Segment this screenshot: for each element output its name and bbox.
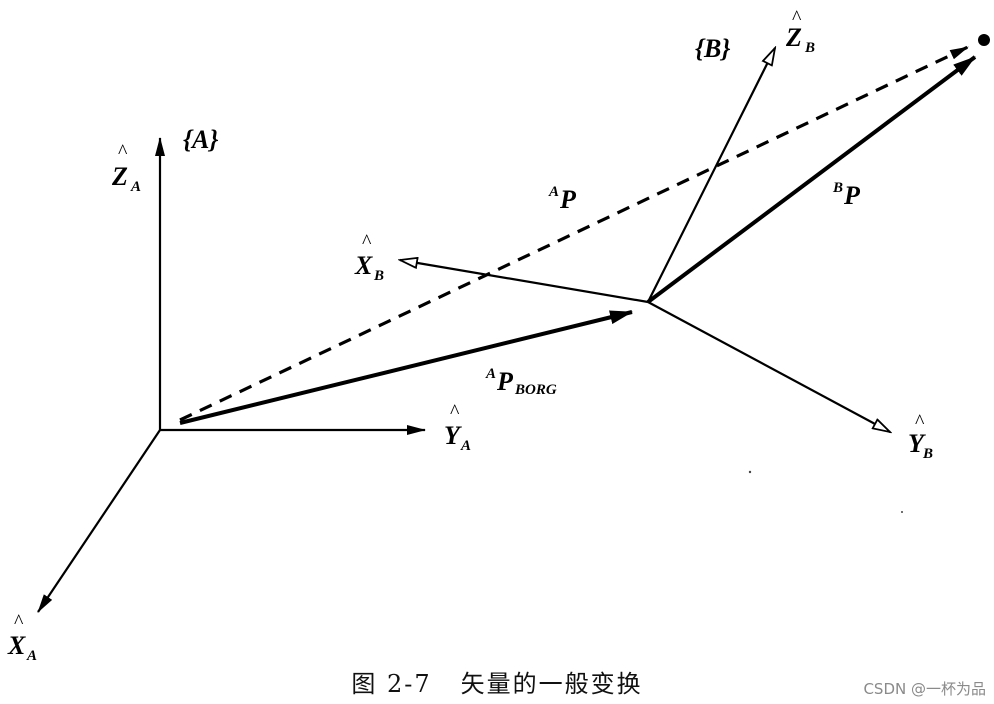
svg-text:^: ^ bbox=[362, 231, 372, 253]
svg-text:^: ^ bbox=[792, 7, 802, 29]
a-p-borg-label: A P BORG bbox=[485, 366, 557, 398]
a-p-borg-vector bbox=[179, 310, 633, 425]
svg-text:B: B bbox=[373, 268, 384, 284]
b-p-vector bbox=[646, 55, 977, 304]
a-p-vector-dashed bbox=[179, 45, 969, 422]
z-b-axis bbox=[647, 48, 775, 303]
scan-speck bbox=[748, 470, 752, 474]
svg-text:Z: Z bbox=[785, 23, 802, 52]
y-b-label: ^ Y B bbox=[908, 411, 933, 462]
x-a-axis bbox=[37, 429, 161, 613]
x-b-axis bbox=[400, 260, 649, 304]
x-b-label: ^ X B bbox=[354, 231, 384, 284]
z-a-label: ^ Z A bbox=[111, 141, 141, 195]
svg-text:^: ^ bbox=[14, 611, 24, 633]
svg-text:P: P bbox=[559, 185, 577, 214]
y-a-label: ^ Y A bbox=[444, 401, 471, 454]
z-b-label: ^ Z B bbox=[785, 7, 815, 56]
frame-a-label: {A} bbox=[183, 125, 218, 154]
svg-text:BORG: BORG bbox=[514, 382, 557, 398]
svg-text:^: ^ bbox=[450, 401, 460, 423]
svg-text:B: B bbox=[922, 446, 933, 462]
svg-text:Z: Z bbox=[111, 162, 128, 191]
csdn-watermark: CSDN @一杯为品 bbox=[863, 680, 986, 698]
figure-caption: 图 2-7 矢量的一般变换 bbox=[351, 670, 643, 698]
y-b-axis bbox=[647, 301, 890, 432]
a-p-label: A P bbox=[548, 184, 577, 214]
scan-speck bbox=[901, 511, 903, 513]
svg-text:A: A bbox=[548, 184, 559, 200]
svg-text:B: B bbox=[804, 40, 815, 56]
svg-text:B: B bbox=[832, 180, 843, 196]
svg-text:Y: Y bbox=[444, 421, 462, 450]
x-a-label: ^ X A bbox=[7, 611, 37, 664]
svg-text:A: A bbox=[485, 366, 496, 382]
svg-text:^: ^ bbox=[118, 141, 128, 163]
svg-text:^: ^ bbox=[915, 411, 925, 433]
b-p-label: B P bbox=[832, 180, 861, 210]
svg-text:A: A bbox=[460, 438, 471, 454]
svg-text:P: P bbox=[496, 367, 514, 396]
svg-text:A: A bbox=[130, 179, 141, 195]
target-point bbox=[978, 34, 990, 46]
frame-b-label: {B} bbox=[695, 34, 730, 63]
svg-text:X: X bbox=[7, 631, 26, 660]
svg-text:P: P bbox=[843, 181, 861, 210]
svg-text:A: A bbox=[26, 648, 37, 664]
svg-text:Y: Y bbox=[908, 429, 926, 458]
svg-text:X: X bbox=[354, 251, 373, 280]
